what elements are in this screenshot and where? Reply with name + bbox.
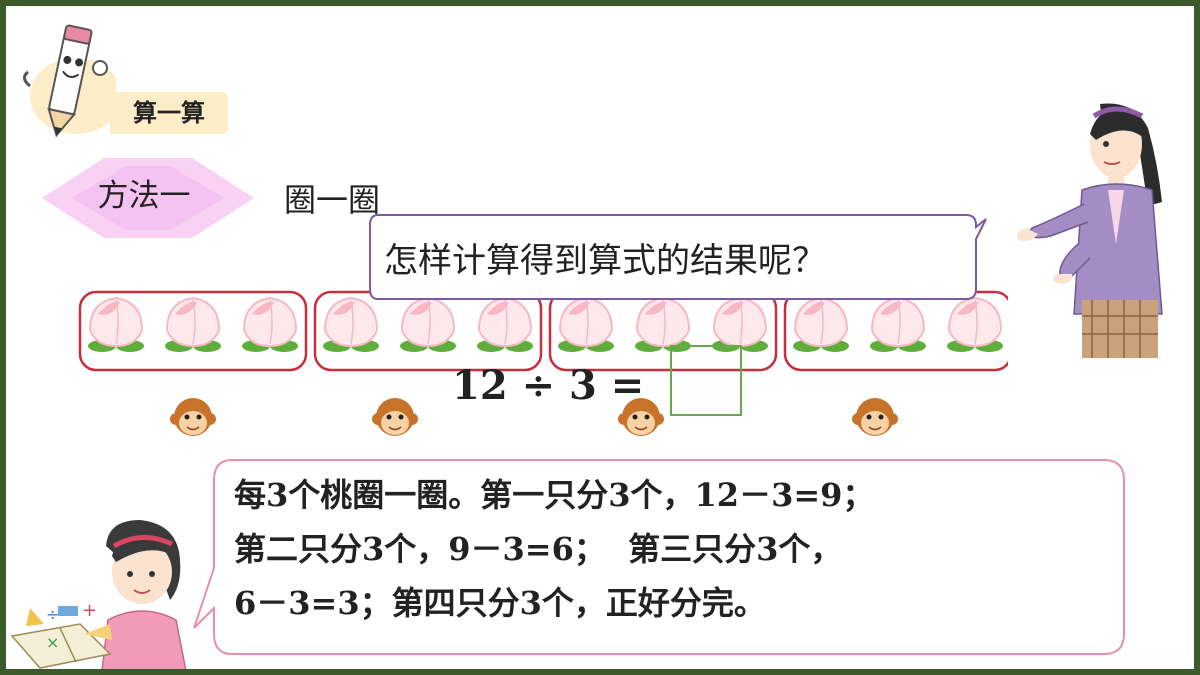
teacher-illustration	[1017, 103, 1163, 358]
explanation-bubble-shape	[193, 459, 1125, 655]
explanation-text: 每3个桃圈一圈。第一只分3个，12－3=9； 第二只分3个，9－3=6； 第三只…	[234, 468, 1114, 630]
pencil-mascot-icon	[23, 24, 116, 138]
question-bubble-shape	[369, 214, 987, 300]
peach-icon	[88, 296, 144, 352]
peach-icon	[712, 296, 768, 352]
section-title: 算一算	[110, 92, 228, 134]
division-equation: 12 ÷ 3 =	[452, 362, 645, 409]
peach-icon	[400, 296, 456, 352]
method-label: 方法一	[97, 178, 191, 214]
monkey-face-icon	[372, 398, 418, 436]
svg-text:×: ×	[46, 633, 59, 652]
peach-icon	[558, 296, 614, 352]
peach-icon	[165, 296, 221, 352]
peach-groups	[78, 290, 1008, 372]
monkey-face-icon	[170, 398, 216, 436]
method-diamond-shape	[42, 158, 254, 238]
peach-icon	[947, 296, 1003, 352]
svg-text:+: +	[82, 600, 97, 621]
peach-icon	[242, 296, 298, 352]
girl-illustration: ÷ + ×	[10, 520, 187, 669]
peach-icon	[477, 296, 533, 352]
slide: 算一算 方法一 圈一圈 怎样计算得到算式的结果呢？ 12 ÷ 3 = 每3个桃圈…	[6, 6, 1194, 669]
peach-icon	[323, 296, 379, 352]
peach-icon	[870, 296, 926, 352]
explanation-line: 第二只分3个，9－3=6； 第三只分3个，	[234, 530, 843, 568]
svg-text:÷: ÷	[46, 605, 59, 624]
peach-group-outline	[78, 290, 308, 372]
monkey-face-icon	[852, 398, 898, 436]
answer-box[interactable]	[670, 345, 742, 416]
peach-icon	[793, 296, 849, 352]
question-text: 怎样计算得到算式的结果呢？	[384, 241, 826, 281]
explanation-line: 每3个桃圈一圈。第一只分3个，12－3=9；	[234, 476, 875, 514]
explanation-line: 6－3=3；第四只分3个，正好分完。	[234, 584, 766, 622]
monkey-face-icon	[618, 398, 664, 436]
method-name: 圈一圈	[284, 181, 381, 219]
peach-icon	[635, 296, 691, 352]
